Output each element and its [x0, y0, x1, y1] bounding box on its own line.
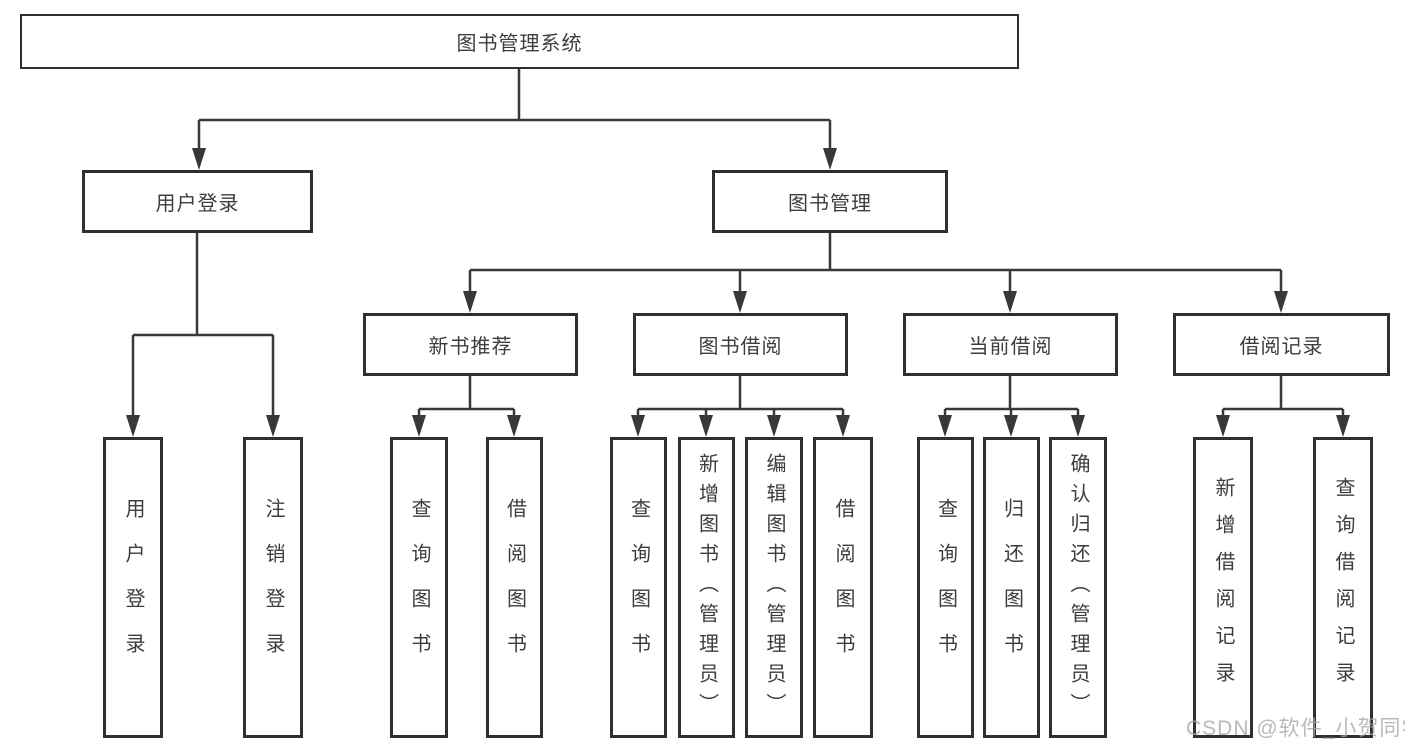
- leaf-query-borrow-record: 查询借阅记录: [1313, 437, 1373, 738]
- leaf-add-borrow-record: 新增借阅记录: [1193, 437, 1253, 738]
- leaf-logout: 注销登录: [243, 437, 303, 738]
- leaf-borrow-books-recommend: 借阅图书: [486, 437, 543, 738]
- leaf-user-login: 用户登录: [103, 437, 163, 738]
- leaf-confirm-return-admin: 确认归还（管理员）: [1049, 437, 1107, 738]
- node-new-book-recommend-label: 新书推荐: [428, 336, 513, 358]
- node-book-management: 图书管理: [712, 170, 948, 233]
- node-root-label: 图书管理系统: [456, 33, 583, 55]
- leaf-return-books: 归还图书: [983, 437, 1040, 738]
- node-borrowing-records-label: 借阅记录: [1239, 336, 1324, 358]
- node-book-management-label: 图书管理: [788, 193, 872, 215]
- leaf-edit-book-admin: 编辑图书（管理员）: [745, 437, 803, 738]
- leaf-query-books-recommend: 查询图书: [390, 437, 448, 738]
- leaf-query-books-current: 查询图书: [917, 437, 974, 738]
- node-user-login: 用户登录: [82, 170, 313, 233]
- node-new-book-recommend: 新书推荐: [363, 313, 578, 376]
- node-book-borrowing-label: 图书借阅: [698, 336, 783, 358]
- node-book-borrowing: 图书借阅: [633, 313, 848, 376]
- node-borrowing-records: 借阅记录: [1173, 313, 1390, 376]
- leaf-query-books-borrowing: 查询图书: [610, 437, 667, 738]
- leaf-borrow-books-2: 借阅图书: [813, 437, 873, 738]
- node-root: 图书管理系统: [20, 14, 1019, 69]
- leaf-add-book-admin: 新增图书（管理员）: [678, 437, 735, 738]
- node-user-login-label: 用户登录: [155, 193, 240, 215]
- node-current-borrowing-label: 当前借阅: [968, 336, 1053, 358]
- node-current-borrowing: 当前借阅: [903, 313, 1118, 376]
- watermark: CSDN @软件_小贺同学: [1186, 717, 1405, 740]
